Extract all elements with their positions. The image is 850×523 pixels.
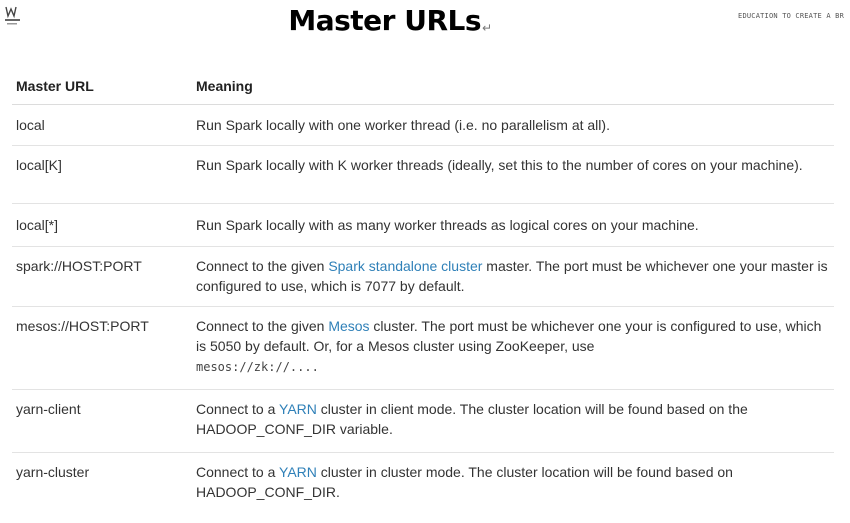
meaning-cell: Connect to the given Spark standalone cl…: [196, 258, 828, 294]
table-row: mesos://HOST:PORT Connect to the given M…: [12, 307, 834, 390]
meaning-cell: Connect to a YARN cluster in cluster mod…: [196, 464, 733, 500]
master-url-cell: local[K]: [16, 157, 62, 173]
master-url-cell: yarn-client: [16, 401, 81, 417]
table-row: yarn-cluster Connect to a YARN cluster i…: [12, 453, 834, 523]
table-row: yarn-client Connect to a YARN cluster in…: [12, 390, 834, 453]
master-url-cell: local[*]: [16, 217, 59, 233]
master-url-cell: yarn-cluster: [16, 464, 90, 480]
column-header-meaning: Meaning: [196, 78, 253, 94]
meaning-cell: Run Spark locally with as many worker th…: [196, 217, 699, 233]
logo-icon: [2, 4, 24, 26]
table-row: local Run Spark locally with one worker …: [12, 105, 834, 146]
tagline: EDUCATION TO CREATE A BR: [738, 12, 844, 20]
table-row: local[*] Run Spark locally with as many …: [12, 204, 834, 247]
table-header: Master URL Meaning: [12, 68, 834, 105]
yarn-link[interactable]: YARN: [279, 464, 317, 480]
meaning-cell: Connect to the given Mesos cluster. The …: [196, 318, 822, 374]
mesos-link[interactable]: Mesos: [328, 318, 370, 334]
return-mark-icon: ↵: [482, 21, 492, 35]
zookeeper-code: mesos://zk://....: [196, 360, 319, 374]
meaning-cell: Run Spark locally with K worker threads …: [196, 157, 803, 173]
yarn-link[interactable]: YARN: [279, 401, 317, 417]
master-url-cell: mesos://HOST:PORT: [16, 318, 149, 334]
master-urls-table: Master URL Meaning local Run Spark local…: [12, 68, 834, 523]
master-url-cell: spark://HOST:PORT: [16, 258, 142, 274]
column-header-master-url: Master URL: [16, 78, 94, 94]
page-title: Master URLs↵: [288, 4, 492, 37]
meaning-cell: Connect to a YARN cluster in client mode…: [196, 401, 748, 437]
meaning-cell: Run Spark locally with one worker thread…: [196, 117, 610, 133]
table-row: spark://HOST:PORT Connect to the given S…: [12, 247, 834, 307]
master-url-cell: local: [16, 117, 45, 133]
table-row: local[K] Run Spark locally with K worker…: [12, 146, 834, 204]
spark-standalone-link[interactable]: Spark standalone cluster: [328, 258, 483, 274]
